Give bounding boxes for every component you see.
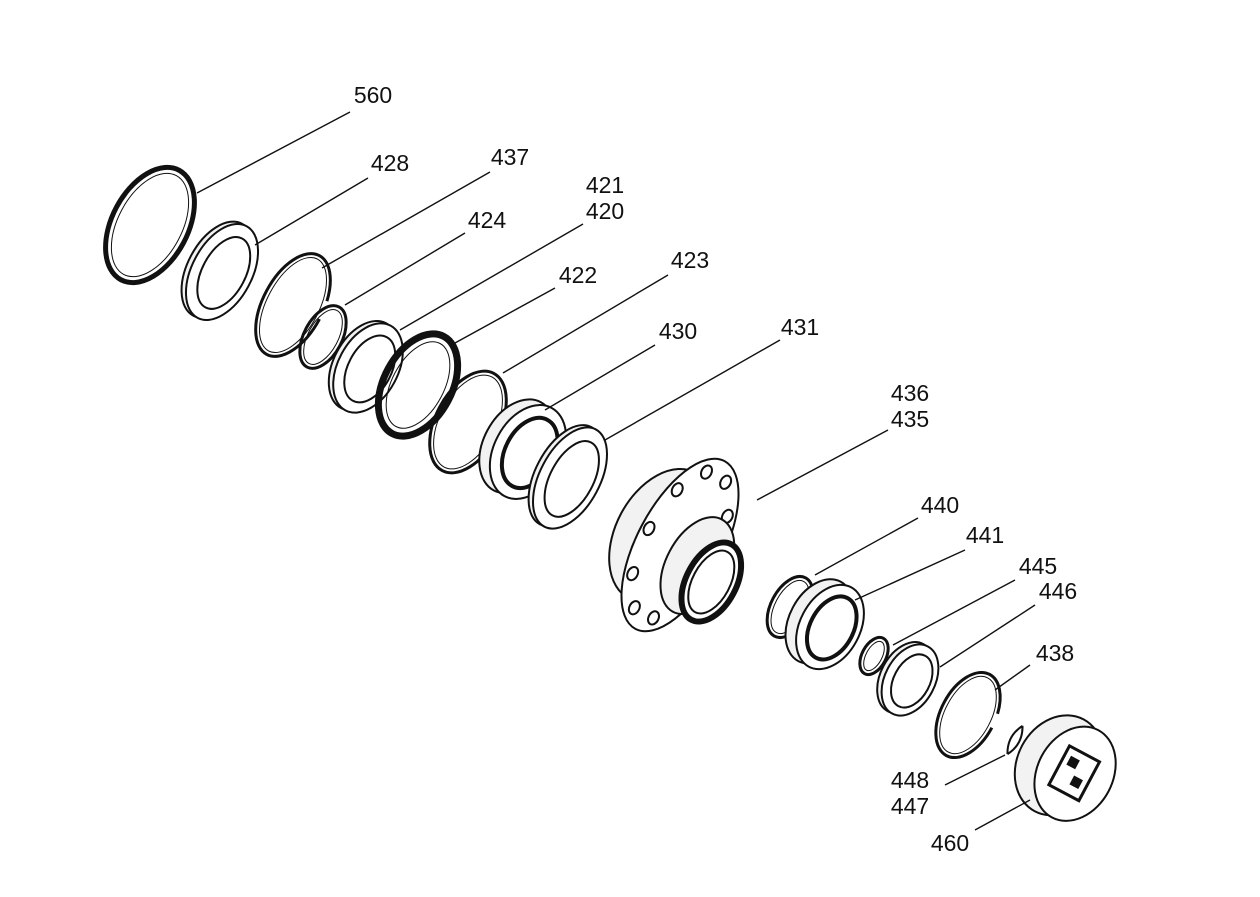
leader-line	[604, 339, 781, 441]
part-number-label: 460	[931, 830, 969, 856]
part-446: 446	[876, 578, 1077, 717]
part-431: 431	[527, 314, 819, 530]
leader-line	[892, 579, 1016, 646]
part-number-label: 422	[559, 262, 597, 288]
part-number-label: 445	[1019, 553, 1057, 579]
part-428: 428	[180, 150, 409, 322]
part-shape	[1006, 725, 1024, 755]
part-560: 560	[103, 82, 392, 286]
leader-line	[321, 171, 491, 269]
leader-line	[814, 517, 919, 576]
part-number-label: 438	[1036, 640, 1074, 666]
leader-line	[344, 232, 466, 306]
part-shape	[608, 457, 745, 633]
leader-line	[454, 287, 556, 344]
part-number-label: 420	[586, 198, 624, 224]
part-number-label: 437	[491, 144, 529, 170]
leader-line	[994, 664, 1031, 691]
part-number-label: 421	[586, 172, 624, 198]
leader-line	[196, 111, 351, 194]
leader-line	[544, 344, 656, 411]
leader-line	[254, 177, 369, 246]
part-number-label: 435	[891, 406, 929, 432]
part-441: 441	[784, 522, 1004, 671]
part-number-label: 448	[891, 767, 929, 793]
part-number-label: 446	[1039, 578, 1077, 604]
part-shape	[103, 164, 197, 286]
part-number-label: 423	[671, 247, 709, 273]
part-number-label: 428	[371, 150, 409, 176]
part-number-label: 436	[891, 380, 929, 406]
part-number-label: 424	[468, 207, 507, 233]
part-shape	[180, 220, 260, 322]
part-number-label: 447	[891, 793, 929, 819]
leader-line	[756, 429, 889, 501]
part-number-label: 440	[921, 492, 959, 518]
part-number-label: 430	[659, 318, 697, 344]
part-445: 445	[858, 553, 1057, 677]
leader-line	[502, 274, 669, 374]
leader-line	[399, 223, 584, 331]
leader-line	[854, 549, 966, 601]
leader-line	[974, 799, 1031, 831]
part-shape	[327, 319, 404, 414]
part-shape	[876, 641, 940, 717]
part-shape	[527, 424, 608, 530]
leader-line	[939, 604, 1036, 668]
part-460: 460	[931, 714, 1117, 856]
part-shape	[858, 635, 890, 677]
part-number-label: 560	[354, 82, 392, 108]
leader-line	[944, 754, 1006, 786]
part-shape	[784, 578, 865, 671]
part-shape	[1013, 714, 1117, 822]
part-number-label: 431	[781, 314, 819, 340]
part-number-label: 441	[966, 522, 1004, 548]
